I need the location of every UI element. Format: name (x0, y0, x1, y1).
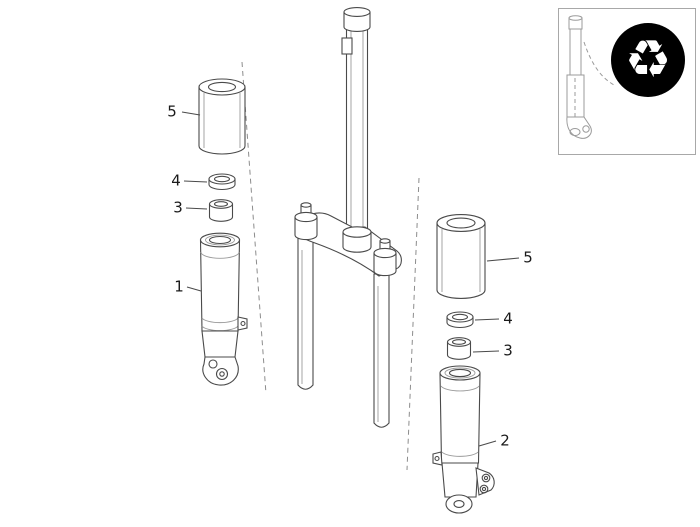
callout-5-right: 5 (523, 248, 533, 267)
tri-arrow-emblem-icon: ♻ (624, 30, 672, 90)
callout-5-left: 5 (167, 102, 177, 121)
inset-logo-circle (611, 23, 685, 97)
leader-3-left (185, 207, 208, 210)
part-3-right-bushing (446, 337, 472, 360)
callout-1-left: 1 (174, 277, 184, 296)
axis-line-right (406, 177, 420, 471)
leader-4-right (474, 318, 500, 321)
part-5-right-sleeve (436, 214, 486, 299)
leader-4-left (183, 180, 208, 183)
callout-leaders (181, 111, 520, 447)
part-4-left-washer (208, 173, 236, 191)
inset-thumbnail-fork (566, 15, 615, 139)
leader-3-right (472, 350, 500, 353)
callout-4-right: 4 (503, 309, 513, 328)
leader-5-left (181, 111, 201, 116)
callout-3-left: 3 (173, 198, 183, 217)
part-1-left-fork-leg (199, 232, 248, 386)
callout-4-left: 4 (171, 171, 181, 190)
callout-2-right: 2 (500, 431, 510, 450)
leader-1-left (186, 286, 202, 292)
part-3-left-bushing (208, 199, 234, 222)
part-2-right-fork-leg (432, 365, 495, 514)
steering-stem (341, 7, 371, 237)
leader-2-right (478, 440, 497, 447)
leader-5-right (486, 257, 520, 262)
triple-clamp (294, 202, 402, 277)
fork-tube-left (297, 237, 314, 390)
axis-line-left (241, 61, 267, 395)
fork-tube-right (373, 273, 390, 428)
part-5-left-sleeve (198, 78, 246, 155)
callout-3-right: 3 (503, 341, 513, 360)
part-4-right-washer (446, 311, 474, 329)
assembly-axis-lines (241, 61, 420, 471)
